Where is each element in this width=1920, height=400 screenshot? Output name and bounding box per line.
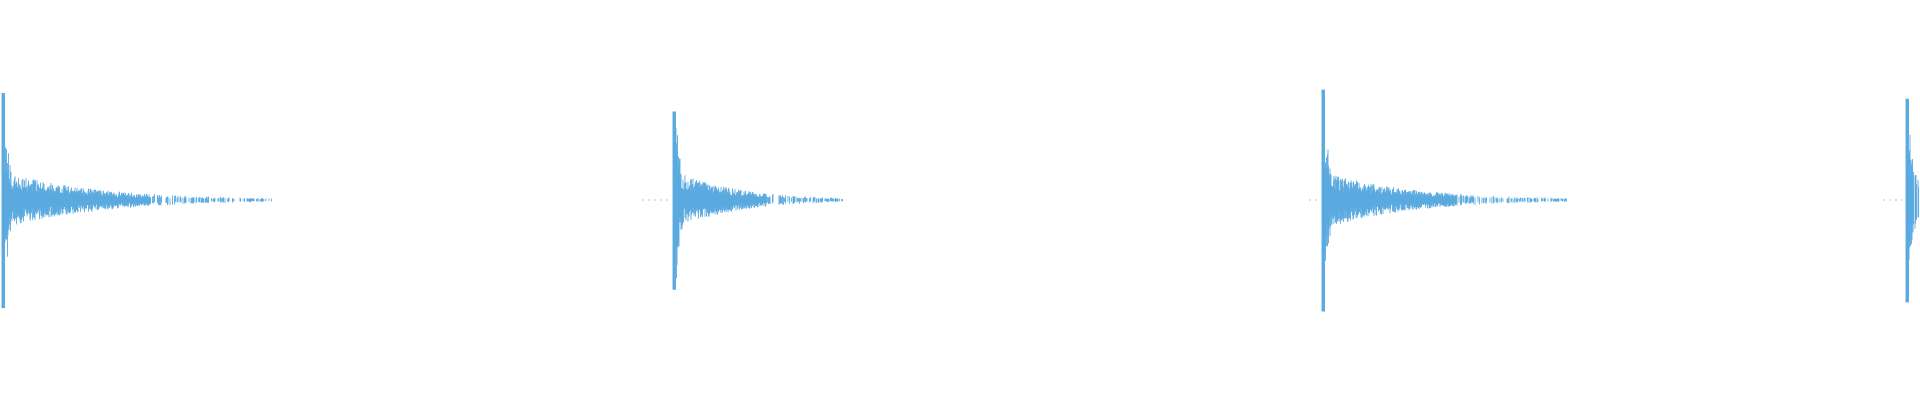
transient-1	[1, 93, 272, 309]
transient-2	[642, 111, 843, 290]
waveform-transients	[1, 89, 1919, 312]
transient-4	[1883, 98, 1919, 303]
transient-4-path	[1883, 98, 1919, 303]
transient-1-path	[1, 93, 272, 309]
transient-2-path	[642, 111, 843, 290]
transient-3-path	[1309, 89, 1567, 312]
transient-3	[1309, 89, 1567, 312]
